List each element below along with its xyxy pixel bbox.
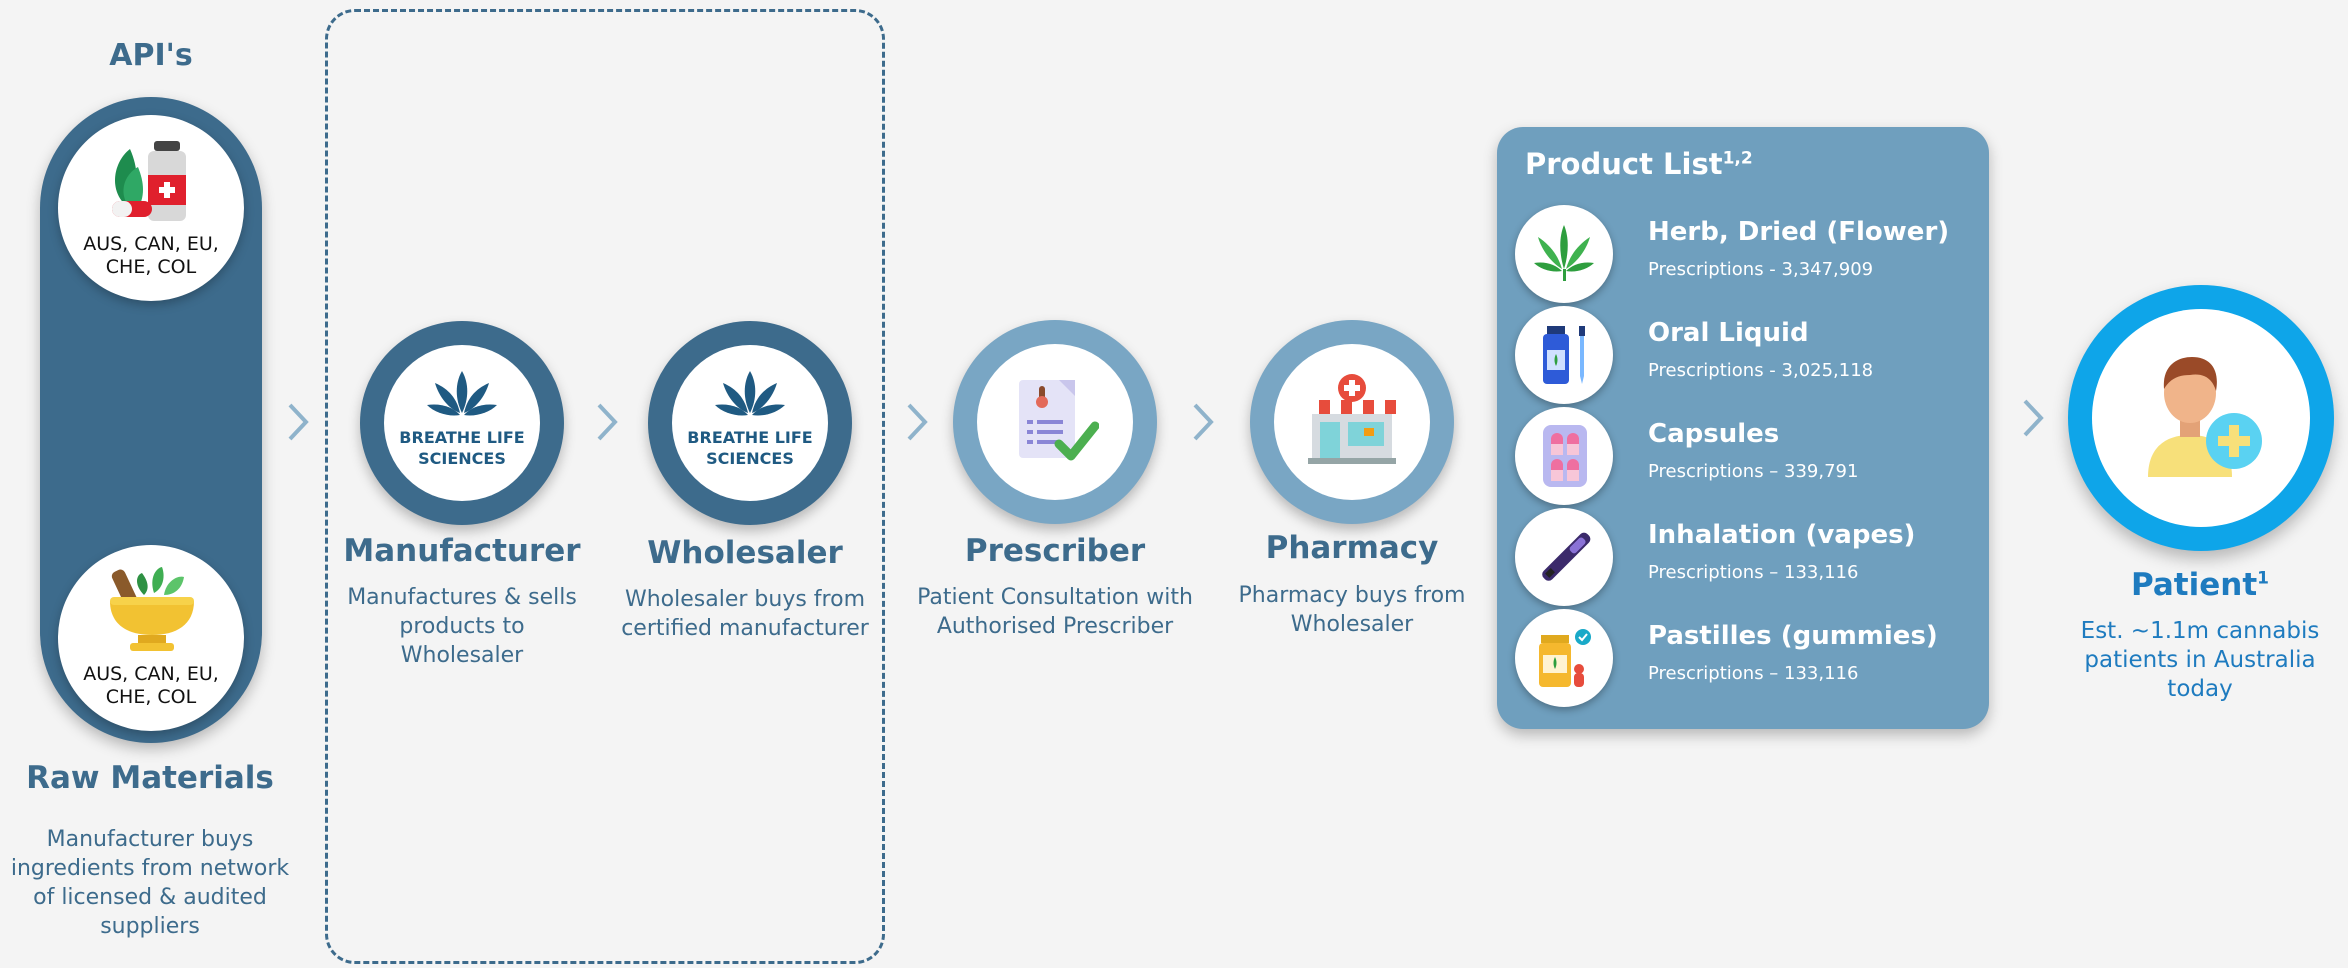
wholesaler-logo-circle: BREATHE LIFE SCIENCES: [648, 321, 852, 525]
manufacturer-title: Manufacturer: [343, 533, 581, 569]
chevron-right-icon: [597, 403, 618, 441]
pharmacy-desc-line2: Wholesaler: [1290, 612, 1414, 637]
patient-circle: [2068, 285, 2334, 551]
manufacturer-desc-line2: products to: [399, 614, 525, 639]
patient-title-text: Patient: [2130, 567, 2258, 603]
breathe-life-logo-icon: [427, 371, 497, 416]
brand-line1: BREATHE LIFE: [399, 428, 525, 447]
product-prescriptions: Prescriptions – 339,791: [1648, 461, 1859, 482]
raw-materials-desc-line2: ingredients from network: [10, 856, 290, 881]
gummies-jar-icon: [1539, 629, 1591, 687]
product-name: Oral Liquid: [1648, 318, 1809, 348]
pharmacy-desc-line1: Pharmacy buys from: [1238, 583, 1466, 608]
breathe-life-logo-icon: [715, 371, 785, 416]
medicine-bottle-leaf-icon: [112, 141, 186, 221]
patient-description: Est. ~1.1m cannabis patients in Australi…: [2050, 617, 2348, 704]
mortar-pestle-icon: [110, 567, 194, 651]
manufacturer-logo-circle: BREATHE LIFE SCIENCES: [360, 321, 564, 525]
raw-materials-desc-line3: of licensed & audited: [33, 885, 267, 910]
chevron-right-icon: [907, 403, 928, 441]
product-list-title-text: Product List: [1525, 147, 1723, 181]
patient-avatar-icon: [2148, 357, 2262, 477]
patient-desc-line2: patients in Australia: [2084, 647, 2316, 673]
product-prescriptions: Prescriptions – 133,116: [1648, 663, 1859, 684]
product-list-item: Herb, Dried (Flower) Prescriptions - 3,3…: [1515, 205, 1975, 305]
apis-title: API's: [109, 38, 193, 73]
patient-desc-line1: Est. ~1.1m cannabis: [2080, 618, 2320, 644]
product-list-title: Product List1,2: [1525, 147, 1753, 181]
pharmacy-title: Pharmacy: [1265, 530, 1439, 566]
breathe-life-group-box: [325, 9, 885, 964]
api-badge-bottom: AUS, CAN, EU, CHE, COL: [58, 545, 244, 731]
chevron-right-icon: [288, 403, 309, 441]
brand-line1: BREATHE LIFE: [687, 428, 813, 447]
raw-materials-title: Raw Materials: [26, 760, 274, 796]
product-list-item: Pastilles (gummies) Prescriptions – 133,…: [1515, 609, 1975, 709]
patient-title: Patient1: [2050, 567, 2348, 603]
prescriber-desc-line2: Authorised Prescriber: [936, 614, 1174, 639]
brand-line2: SCIENCES: [418, 449, 506, 468]
wholesaler-title: Wholesaler: [647, 535, 843, 571]
product-icon-circle: [1515, 508, 1613, 606]
api-badge-top-line2: CHE, COL: [105, 256, 197, 278]
wholesaler-description: Wholesaler buys from certified manufactu…: [605, 585, 885, 643]
raw-materials-pill: AUS, CAN, EU, CHE, COL AUS, CAN, EU, CHE…: [40, 97, 262, 743]
product-icon-circle: [1515, 205, 1613, 303]
api-badge-top: AUS, CAN, EU, CHE, COL: [58, 115, 244, 301]
oil-bottle-icon: [1543, 326, 1585, 384]
product-list-item: Inhalation (vapes) Prescriptions – 133,1…: [1515, 508, 1975, 608]
patient-desc-line3: today: [2167, 676, 2233, 702]
raw-materials-description: Manufacturer buys ingredients from netwo…: [0, 825, 300, 941]
prescriber-circle: [953, 320, 1157, 524]
product-list-panel: Product List1,2 Herb, Dried (Flower) Pre…: [1497, 127, 1989, 729]
manufacturer-desc-line1: Manufactures & sells: [347, 585, 577, 610]
product-list-title-sup: 1,2: [1722, 148, 1753, 169]
api-badge-bottom-line1: AUS, CAN, EU,: [83, 663, 219, 685]
product-prescriptions: Prescriptions – 133,116: [1648, 562, 1859, 583]
prescription-checklist-icon: [1019, 380, 1099, 461]
chevron-right-icon: [2023, 399, 2044, 437]
product-prescriptions: Prescriptions - 3,025,118: [1648, 360, 1874, 381]
pharmacy-circle: [1250, 320, 1454, 524]
product-icon-circle: [1515, 609, 1613, 707]
wholesaler-desc-line1: Wholesaler buys from: [624, 587, 865, 612]
cannabis-leaf-icon: [1534, 225, 1594, 281]
product-list-item: Oral Liquid Prescriptions - 3,025,118: [1515, 306, 1975, 406]
product-list-item: Capsules Prescriptions – 339,791: [1515, 407, 1975, 507]
manufacturer-desc-line3: Wholesaler: [400, 643, 524, 668]
raw-materials-desc-line4: suppliers: [100, 914, 200, 939]
product-name: Pastilles (gummies): [1648, 621, 1938, 651]
patient-title-sup: 1: [2257, 568, 2269, 589]
pharmacy-store-icon: [1308, 374, 1396, 464]
prescriber-desc-line1: Patient Consultation with: [917, 585, 1193, 610]
product-name: Herb, Dried (Flower): [1648, 217, 1950, 247]
pharmacy-description: Pharmacy buys from Wholesaler: [1212, 581, 1492, 639]
product-name: Capsules: [1648, 419, 1780, 449]
brand-line2: SCIENCES: [706, 449, 794, 468]
product-prescriptions: Prescriptions - 3,347,909: [1648, 259, 1874, 280]
product-name: Inhalation (vapes): [1648, 520, 1916, 550]
capsules-icon: [1543, 425, 1587, 487]
chevron-right-icon: [1193, 403, 1214, 441]
prescriber-description: Patient Consultation with Authorised Pre…: [900, 583, 1210, 641]
manufacturer-description: Manufactures & sells products to Wholesa…: [322, 583, 602, 670]
prescriber-title: Prescriber: [964, 533, 1146, 569]
raw-materials-desc-line1: Manufacturer buys: [46, 827, 254, 852]
api-badge-top-line1: AUS, CAN, EU,: [83, 233, 219, 255]
product-icon-circle: [1515, 407, 1613, 505]
product-icon-circle: [1515, 306, 1613, 404]
wholesaler-desc-line2: certified manufacturer: [621, 616, 869, 641]
api-badge-bottom-line2: CHE, COL: [105, 686, 197, 708]
vape-pen-icon: [1542, 532, 1591, 581]
